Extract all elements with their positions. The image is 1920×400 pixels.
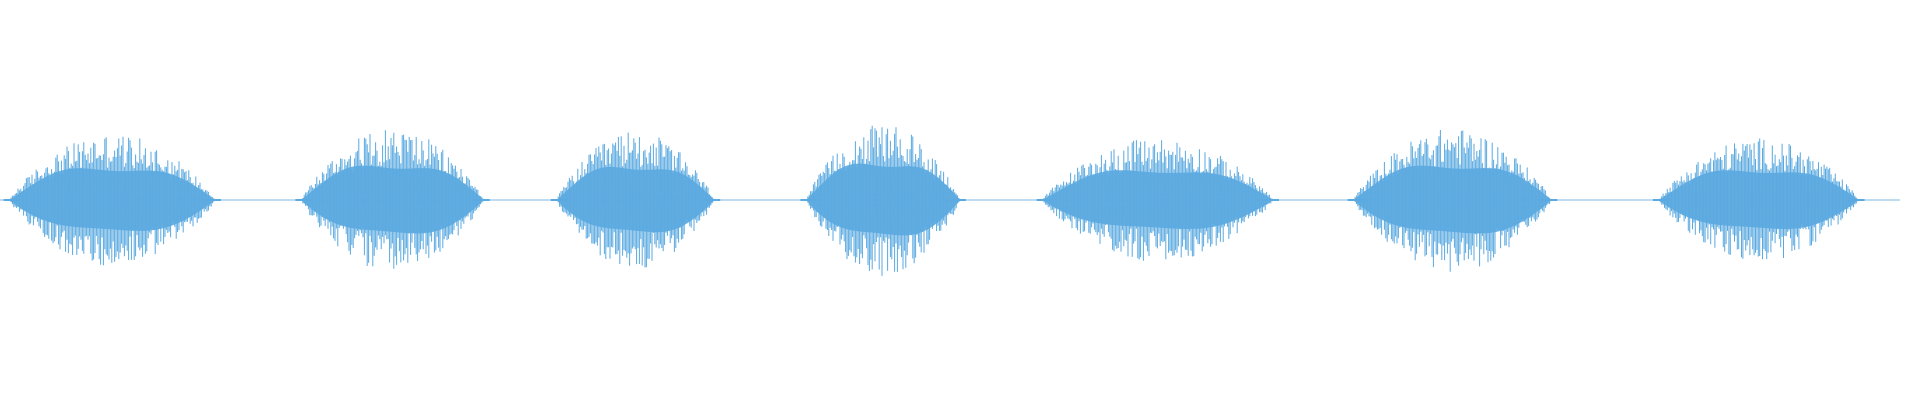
waveform-spikes <box>302 130 484 269</box>
waveform-spikes <box>557 132 715 268</box>
waveform-bursts <box>3 125 1865 276</box>
waveform-spikes <box>807 125 960 276</box>
waveform-burst-4 <box>800 125 966 276</box>
waveform-spikes <box>1659 138 1859 260</box>
waveform-burst-2 <box>295 130 490 269</box>
waveform-spikes <box>10 136 215 266</box>
waveform-burst-1 <box>3 136 221 266</box>
waveform-burst-5 <box>1036 140 1279 261</box>
waveform-burst-7 <box>1652 138 1865 260</box>
waveform-spikes <box>1354 130 1552 272</box>
waveform-burst-6 <box>1347 130 1558 272</box>
waveform-spikes <box>1043 140 1273 261</box>
waveform-burst-3 <box>550 132 721 268</box>
